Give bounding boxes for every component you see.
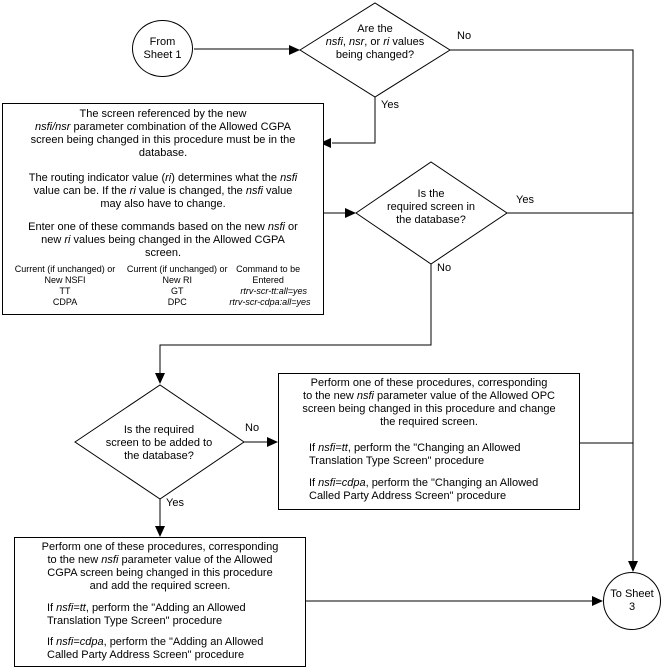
arrowhead-into-decision3 xyxy=(155,373,165,384)
command-table-cell: DPC xyxy=(167,297,187,307)
connector-decision2-no-to-decision3 xyxy=(159,264,432,376)
end-terminal: To Sheet 3 xyxy=(603,572,661,630)
edge-label-yes-decision3: Yes xyxy=(166,497,184,509)
command-table-cell: CDPA xyxy=(52,297,78,307)
add-procedure-paragraph-1: Perform one of these procedures, corresp… xyxy=(41,541,279,592)
command-table-cell: rtrv-scr-cdpa:all=yes xyxy=(229,297,311,307)
command-table-cell: rtrv-scr-tt:all=yes xyxy=(240,286,307,296)
edge-label-no-decision1: No xyxy=(457,30,472,42)
command-table-col-nsfi: Current (if unchanged) or New NSFI TT CD… xyxy=(5,264,125,308)
command-table-header-nsfi: Current (if unchanged) or New NSFI xyxy=(14,264,116,285)
info-box-paragraph-2: The routing indicator value (ri) determi… xyxy=(28,172,298,210)
arrowhead-into-end-left xyxy=(592,596,603,606)
arrowhead-into-infobox xyxy=(320,138,331,148)
start-terminal: From Sheet 1 xyxy=(132,20,193,77)
decision-values-changed-shape xyxy=(299,2,451,98)
add-procedure-paragraph-2: If nsfi=tt, perform the "Adding an Allow… xyxy=(47,602,246,627)
command-table-cell: TT xyxy=(59,286,71,296)
edge-label-yes-decision1: Yes xyxy=(381,99,399,111)
change-procedure-paragraph-3: If nsfi=cdpa, perform the "Changing an A… xyxy=(309,477,539,502)
command-table-col-command: Command to be Entered rtrv-scr-tt:all=ye… xyxy=(229,264,321,308)
end-terminal-label: To Sheet 3 xyxy=(610,588,654,613)
change-procedure-paragraph-1: Perform one of these procedures, corresp… xyxy=(302,377,556,428)
info-box-paragraph-3: Enter one of these commands based on the… xyxy=(28,221,298,259)
arrowhead-into-addbox xyxy=(155,526,165,537)
command-table-cell: GT xyxy=(170,286,184,296)
connector-decision1-yes-to-infobox xyxy=(332,97,376,144)
change-procedure-box: Perform one of these procedures, corresp… xyxy=(278,373,580,510)
command-table: Current (if unchanged) or New NSFI TT CD… xyxy=(5,264,321,308)
arrowhead-into-decision2 xyxy=(345,208,356,218)
arrowhead-into-end-top xyxy=(628,561,638,572)
command-table-header-command: Command to be Entered xyxy=(236,264,301,285)
arrowhead-into-changebox xyxy=(267,437,278,447)
add-procedure-box: Perform one of these procedures, corresp… xyxy=(14,537,306,667)
connector-decision1-no-to-end xyxy=(450,49,634,563)
start-terminal-label: From Sheet 1 xyxy=(143,35,182,61)
add-procedure-paragraph-3: If nsfi=cdpa, perform the "Adding an All… xyxy=(47,636,264,661)
decision-screen-in-db-shape xyxy=(355,161,508,265)
command-table-col-ri: Current (if unchanged) or New RI GT DPC xyxy=(125,264,229,308)
decision-screen-added-shape xyxy=(74,384,245,500)
change-procedure-paragraph-2: If nsfi=tt, perform the "Changing an All… xyxy=(309,442,521,467)
command-table-header-ri: Current (if unchanged) or New RI xyxy=(126,264,228,285)
edge-label-no-decision2: No xyxy=(437,262,452,274)
arrowheads xyxy=(155,45,638,606)
edge-label-no-decision3: No xyxy=(245,422,260,434)
arrowhead-into-decision1 xyxy=(289,45,300,55)
edge-label-yes-decision2: Yes xyxy=(516,194,534,206)
